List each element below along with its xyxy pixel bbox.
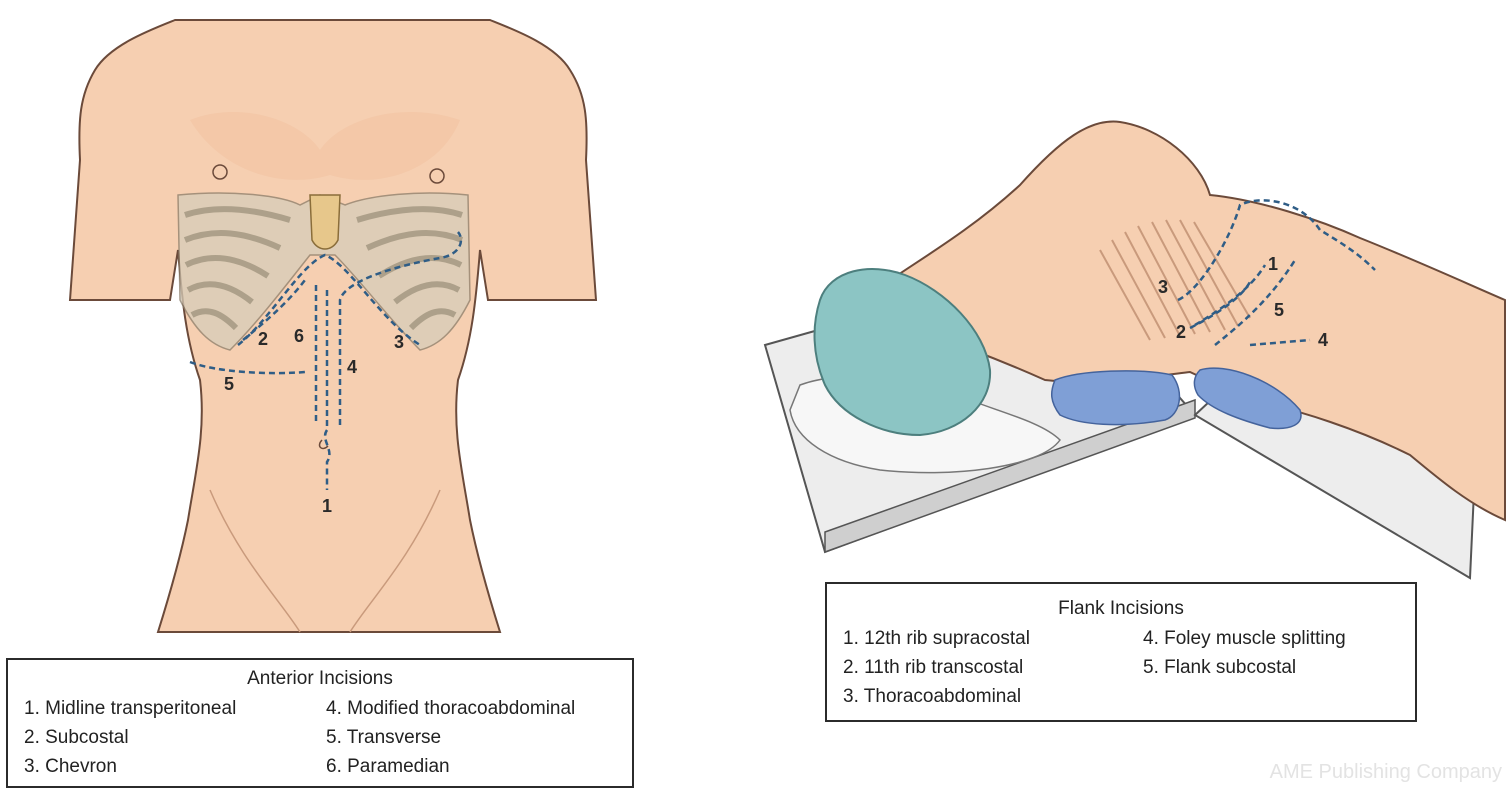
flank-label-3: 3 [1158, 277, 1168, 297]
ribs-right [356, 206, 464, 331]
anterior-torso-illustration: 1 2 3 4 5 6 [68, 19, 598, 633]
anterior-label-3: 3 [394, 332, 404, 352]
incision-thoracoabdominal [338, 231, 463, 425]
flank-label-2: 2 [1176, 322, 1186, 342]
flank-label-1: 1 [1268, 254, 1278, 274]
pad-right [1193, 367, 1302, 430]
anterior-legend-item-3: 3. Chevron [24, 756, 117, 777]
anterior-legend-item-1: 1. Midline transperitoneal [24, 698, 237, 719]
flank-label-5: 5 [1274, 300, 1284, 320]
anterior-label-4: 4 [347, 357, 357, 377]
anterior-legend-title: Anterior Incisions [247, 668, 393, 689]
flank-incision-lines [1177, 199, 1376, 347]
incision-midline [323, 290, 331, 490]
incision-transverse [189, 360, 306, 375]
operating-table-left-edge [824, 398, 1196, 554]
right-nipple [429, 168, 445, 184]
chest-shading [190, 111, 460, 180]
anterior-legend-item-4: 4. Modified thoracoabdominal [326, 698, 576, 719]
anterior-legend: Anterior Incisions 1. Midline transperit… [6, 658, 634, 788]
incision-chevron [237, 253, 421, 347]
groin-line-left [209, 489, 301, 633]
anterior-legend-item-2: 2. Subcostal [24, 727, 129, 748]
ribs-left [183, 206, 291, 331]
anterior-label-6: 6 [294, 326, 304, 346]
anterior-label-1: 1 [322, 496, 332, 516]
sternum [309, 194, 341, 250]
incision-11th-rib [1189, 281, 1252, 330]
torso-body [68, 19, 598, 633]
rib-cage [177, 192, 471, 351]
flank-legend-item-1: 1. 12th rib supracostal [843, 628, 1030, 649]
flank-legend-item-4: 4. Foley muscle splitting [1143, 628, 1346, 649]
incision-foley [1249, 338, 1311, 347]
navel [318, 439, 329, 450]
head-cover [813, 268, 992, 437]
anterior-label-2: 2 [258, 329, 268, 349]
flank-legend-item-5: 5. Flank subcostal [1143, 657, 1297, 678]
flank-illustration: 1 2 3 4 5 [763, 120, 1506, 580]
anterior-incision-lines [189, 231, 463, 490]
incision-12th-rib [1194, 264, 1267, 327]
groin-line-right [349, 489, 441, 633]
flank-legend-item-2: 2. 11th rib transcostal [843, 657, 1024, 678]
watermark: AME Publishing Company [1269, 761, 1502, 783]
anterior-label-5: 5 [224, 374, 234, 394]
flank-ribs [1099, 219, 1251, 341]
flank-legend: Flank Incisions 1. 12th rib supracostal … [825, 582, 1417, 722]
left-nipple [212, 164, 228, 180]
flank-legend-title: Flank Incisions [1058, 598, 1184, 619]
anterior-legend-item-5: 5. Transverse [326, 727, 442, 748]
anterior-legend-item-6: 6. Paramedian [326, 756, 450, 777]
pad-left [1050, 370, 1181, 426]
flank-label-4: 4 [1318, 330, 1328, 350]
flank-legend-item-3: 3. Thoracoabdominal [843, 686, 1022, 707]
incision-flank-subcostal [1214, 259, 1297, 346]
